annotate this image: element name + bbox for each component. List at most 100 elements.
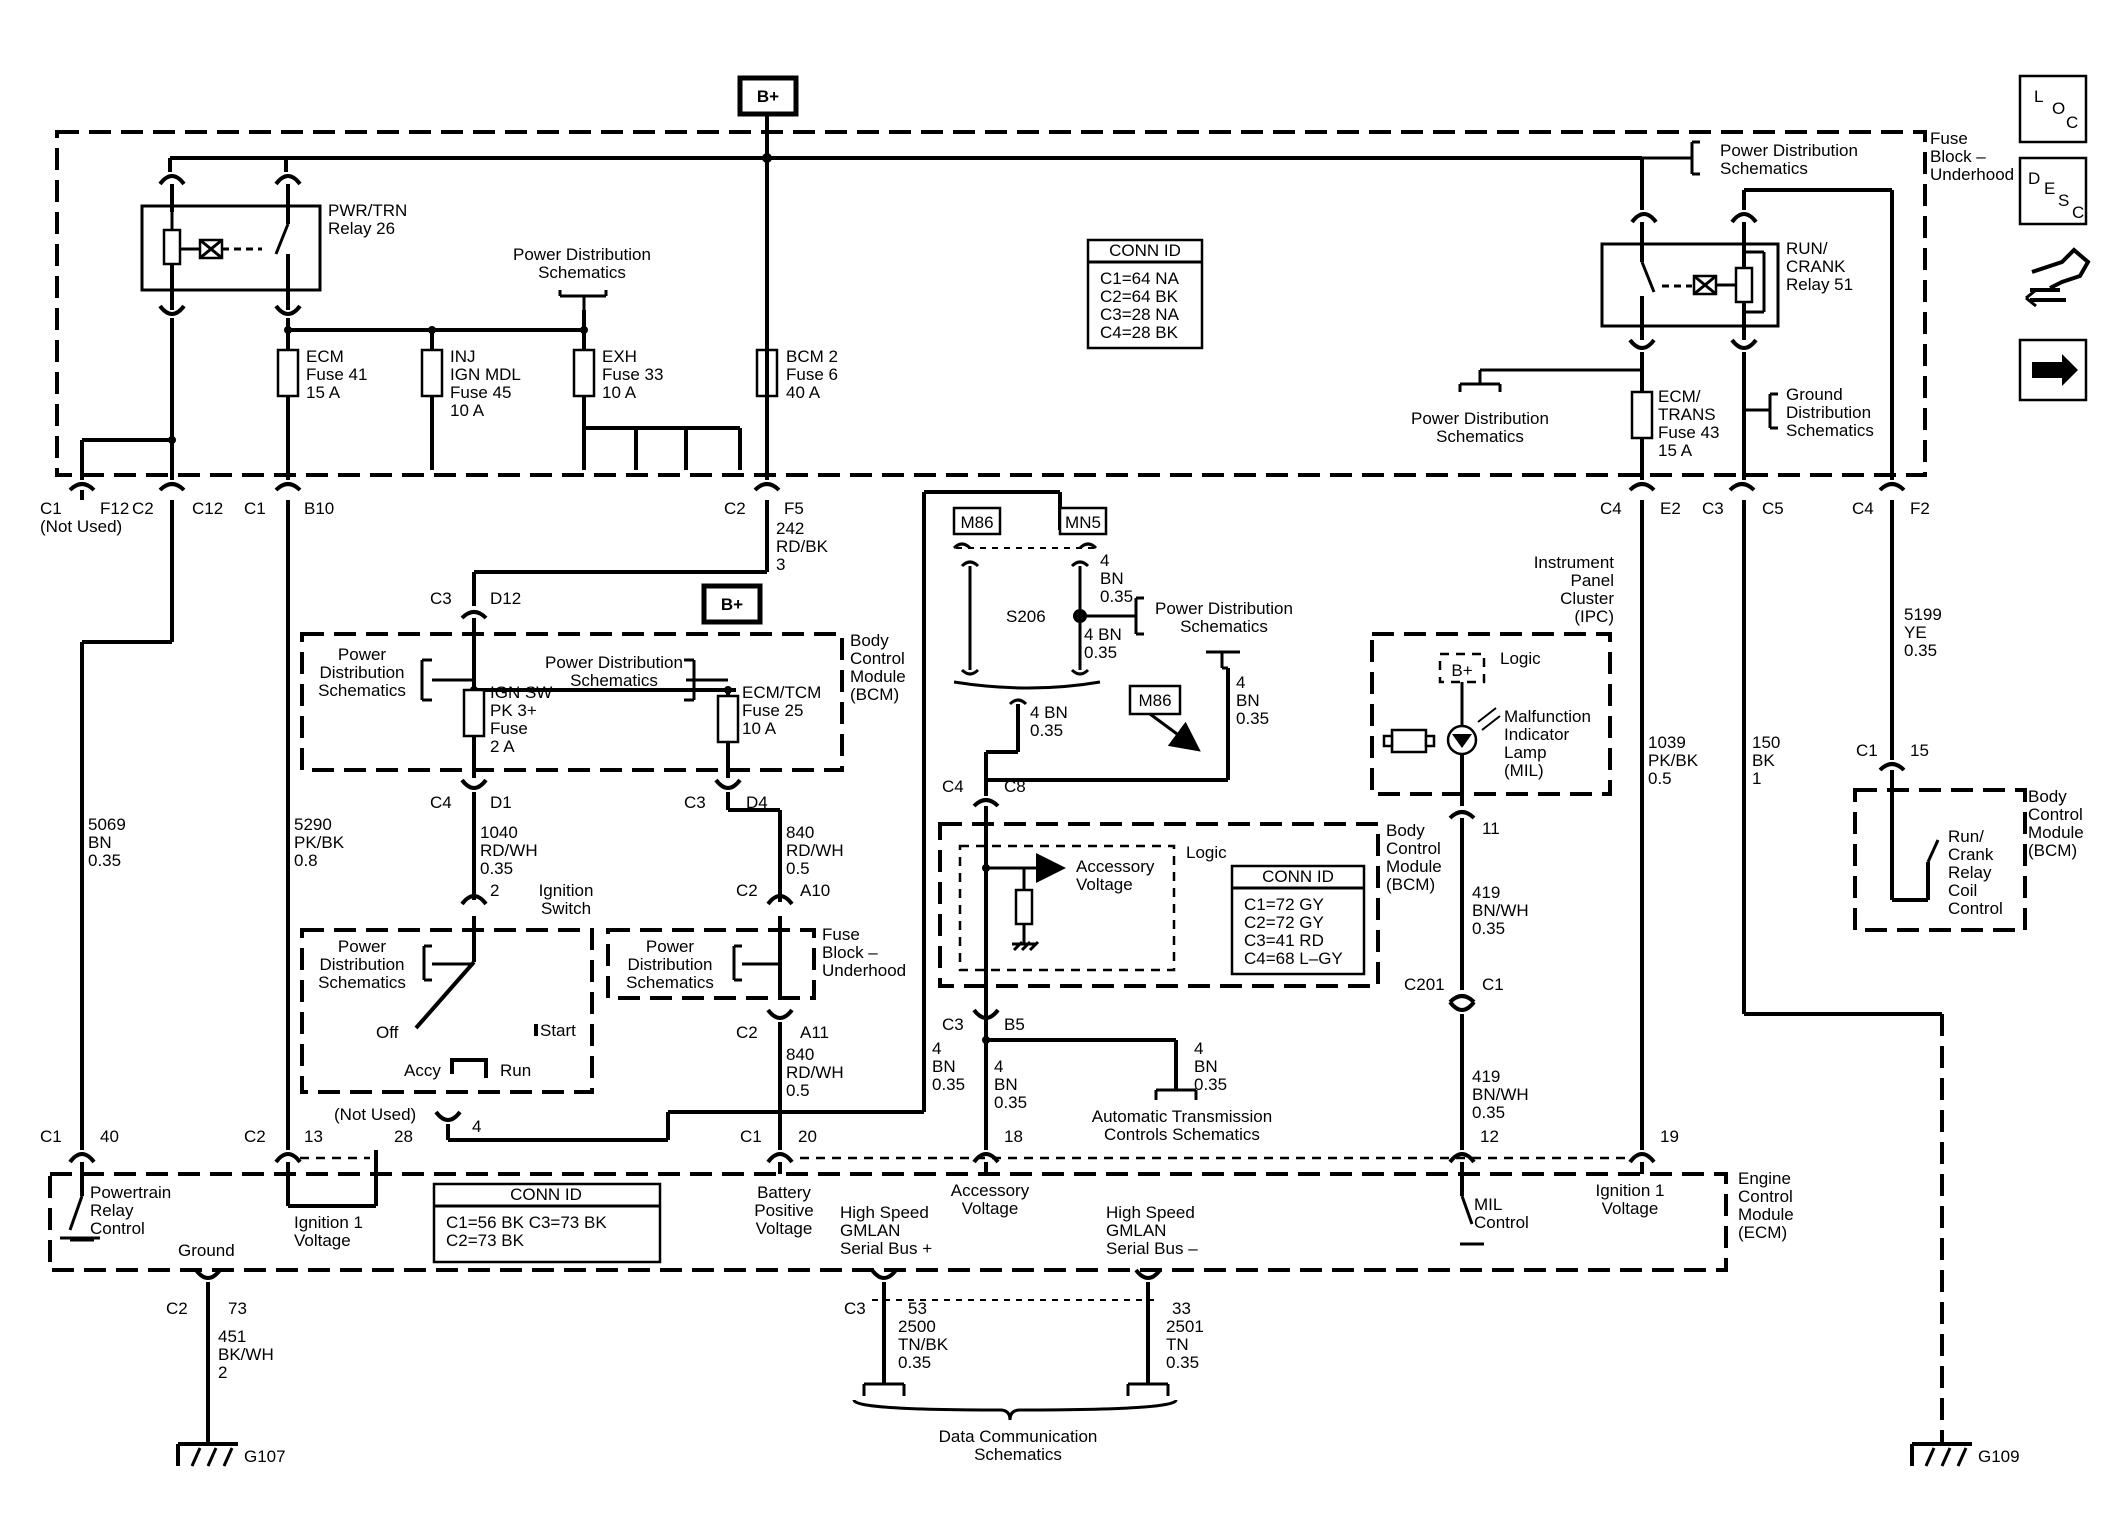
desc-icon[interactable] [2018, 156, 2088, 226]
desc-c: C [2072, 203, 2084, 222]
fuse-block-mid-outline [606, 928, 816, 1000]
m86-box [952, 506, 1002, 536]
c2-c12-b: C12 [192, 499, 223, 518]
c4-c8-b: C8 [1004, 777, 1026, 796]
c2-73-b: 73 [228, 1299, 247, 1318]
bplus-top-box [737, 75, 799, 117]
c4-f2-b: F2 [1910, 499, 1930, 518]
f12-label: F12 [100, 499, 129, 518]
c3-53-b: 53 [908, 1299, 927, 1318]
pin-c1b: C1 [740, 1127, 762, 1146]
c3-b5-a: C3 [942, 1015, 964, 1034]
pin-c1: C1 [40, 1127, 62, 1146]
bcm-outline-far-right [1853, 788, 2027, 932]
ipc-outline [1370, 632, 1612, 796]
conn-id-ecm-box [432, 1182, 662, 1264]
loc-icon[interactable] [2018, 74, 2088, 144]
conn-id-ecm-title: CONN ID [510, 1185, 582, 1204]
pin-2: 2 [490, 881, 499, 900]
c4-d1-b: D1 [490, 793, 512, 812]
c201-c1-b: C1 [1482, 975, 1504, 994]
m86-tag-label: M86 [1138, 691, 1171, 710]
engine-icon [1382, 728, 1436, 754]
ecm-outline [48, 1172, 1728, 1272]
c1-15-a: C1 [1856, 741, 1878, 760]
bcm-logic-label: Logic [1186, 843, 1227, 862]
c201-c1-a: C201 [1404, 975, 1445, 994]
pin-20: 20 [798, 1127, 817, 1146]
ipc-bplus-box [1438, 652, 1486, 684]
desc-s: S [2058, 191, 2069, 210]
pin-4: 4 [472, 1117, 481, 1136]
bcm-outline-right [938, 822, 1380, 988]
connector-arcs [158, 174, 1758, 224]
m86-tag [1128, 684, 1182, 716]
fuse-exh-33 [572, 348, 596, 398]
not-used-28: (Not Used) [334, 1105, 416, 1124]
bcm-logic-outline [958, 844, 1176, 972]
c2-a11-b: A11 [800, 1023, 829, 1042]
ignition-switch-outline [300, 928, 594, 1094]
connector-view-icon[interactable] [2025, 247, 2091, 308]
fuse-block-underhood-outline [55, 130, 1927, 477]
g107-label: G107 [244, 1447, 286, 1466]
pin-12: 12 [1480, 1127, 1499, 1146]
c4-d1-a: C4 [430, 793, 452, 812]
m86-box-label: M86 [960, 513, 993, 532]
c3-d12-a: C3 [430, 589, 452, 608]
bplus-mid-box [701, 583, 763, 625]
pin-11: 11 [1482, 819, 1500, 838]
fuse-ecm-41 [276, 348, 300, 398]
switch-run: Run [500, 1061, 531, 1080]
loc-c: C [2066, 113, 2078, 132]
ground-g107-icon [176, 1442, 238, 1467]
p33-label: 33 [1172, 1299, 1191, 1318]
pin-18: 18 [1004, 1127, 1023, 1146]
pin-c2: C2 [244, 1127, 266, 1146]
ground-label: Ground [178, 1241, 235, 1260]
loc-o: O [2052, 99, 2065, 118]
s206-label: S206 [1006, 607, 1046, 626]
c3-d4-b: D4 [746, 793, 768, 812]
c3-53-a: C3 [844, 1299, 866, 1318]
c1-not-used: C1(Not Used) [40, 499, 122, 536]
c3-c5-a: C3 [1702, 499, 1724, 518]
c4-f2-a: C4 [1852, 499, 1874, 518]
c2-73-a: C2 [166, 1299, 188, 1318]
pin-13: 13 [304, 1127, 323, 1146]
